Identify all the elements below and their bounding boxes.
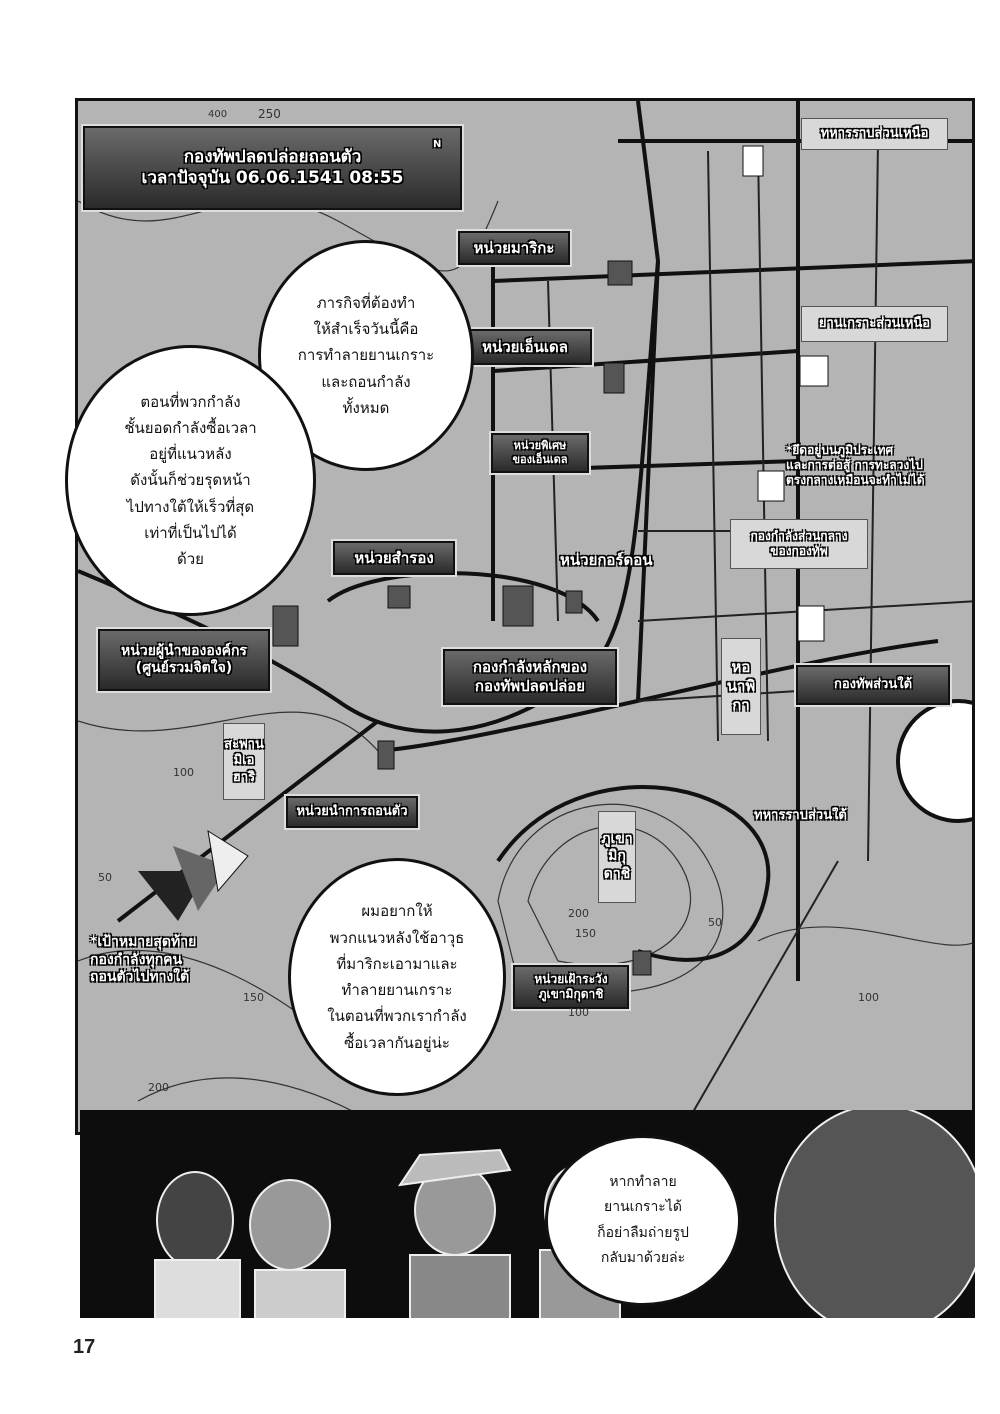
goal-note: *เป้าหมายสุดท้ายกองกำลังทุกคนถอนตัวไปทาง… <box>90 934 260 987</box>
t: ในตอนที่พวกเรากำลัง <box>327 1007 467 1026</box>
t: ทำลายยานเกราะ <box>341 981 453 999</box>
label-endel: หน่วยเอ็นเดล <box>456 327 594 367</box>
t: ก็อย่าลืมถ่ายรูป <box>597 1224 689 1241</box>
current-time: เวลาปัจจุบัน 06.06.1541 08:55 <box>141 168 404 188</box>
t: กา <box>732 695 750 714</box>
t: ด้วย <box>177 550 204 569</box>
contour-label: 150 <box>243 991 264 1004</box>
contour-label: 100 <box>568 1006 589 1019</box>
contour-label: 200 <box>568 907 589 920</box>
t: *ยึดอยู่บนภูมิประเทศ <box>786 443 894 457</box>
t: ผมอยากให้ <box>361 902 433 921</box>
t: ให้สำเร็จวันนี้คือ <box>313 320 419 339</box>
t: การทำลายยานเกราะ <box>297 346 435 365</box>
t: ทั้งหมด <box>342 398 390 417</box>
label-tower: หอนาพิกา <box>721 638 761 735</box>
t: ฮาริ <box>232 769 256 785</box>
label-mountain-watch: หน่วยเฝ้าระวังภูเขามิกุดาชิ <box>511 963 631 1011</box>
t: กองกำลังหลักของ <box>472 658 588 677</box>
t: ไปทางใต้ให้เร็วที่สุด <box>126 497 255 516</box>
characters-illustration <box>154 1110 975 1318</box>
label-gordon: หน่วยกอร์ดอน <box>560 551 653 569</box>
t: *เป้าหมายสุดท้าย <box>90 934 197 950</box>
t: พวกแนวหลังใช้อาวุธ <box>329 928 465 947</box>
speech-bubble-photo: หากทำลายยานเกราะได้ก็อย่าลืมถ่ายรูปกลับม… <box>545 1135 741 1306</box>
t: เท่าที่เป็นไปได้ <box>144 523 237 542</box>
t: อยู่ที่แนวหลัง <box>149 445 232 464</box>
compass-icon: N <box>433 139 442 150</box>
retreat-arrows-icon <box>138 829 249 921</box>
label-north-infantry: ทหารราบส่วนเหนือ <box>801 118 948 150</box>
t: ดังนั้นก็ช่วยรุดหน้า <box>130 471 251 490</box>
t: (ศูนย์รวมจิตใจ) <box>135 660 233 676</box>
label-leader: หน่วยผู้นำขององค์กร(ศูนย์รวมจิตใจ) <box>96 627 272 693</box>
t: ภูเขา <box>601 830 633 847</box>
contour-label: 400 <box>208 109 228 120</box>
label-center-force: กองกำลังส่วนกลางของกองทัพ <box>730 519 868 569</box>
t: ภูเขามิกุดาชิ <box>538 987 604 1001</box>
t: ซื้อเวลากันอยู่น่ะ <box>344 1033 450 1052</box>
contour-label: 50 <box>708 916 722 929</box>
characters-panel <box>80 1110 975 1318</box>
label-south-army: กองทัพส่วนใต้ <box>794 663 952 707</box>
contour-label: 50 <box>98 871 112 884</box>
t: ยานเกราะได้ <box>604 1199 682 1216</box>
label-endel-special: หน่วยพิเศษของเอ็นเดล <box>489 431 591 475</box>
t: นาพิ <box>726 677 756 696</box>
label-mountain: ภูเขามิกุดาชิ <box>598 811 636 903</box>
t: และการต่อสู้ การทะลวงไป <box>786 458 923 472</box>
label-main-force: กองกำลังหลักของกองทัพปลดปล่อย <box>441 647 619 707</box>
t: หน่วยพิเศษ <box>513 439 567 453</box>
label-bridge: สะพานมิเอฮาริ <box>223 723 265 800</box>
t: กองกำลังทุกคน <box>90 951 183 968</box>
label-marika: หน่วยมาริกะ <box>456 229 572 267</box>
t: ถอนตัวไปทางใต้ <box>90 969 190 985</box>
t: ของกองทัพ <box>770 544 828 558</box>
contour-label: 250 <box>258 107 281 121</box>
t: สะพาน <box>224 737 264 753</box>
t: ตอนที่พวกกำลัง <box>140 392 241 411</box>
t: ตรงกลางเหมือนจะทำไม่ได้ <box>786 473 925 487</box>
t: ภารกิจที่ต้องทำ <box>316 293 416 312</box>
map-panel: กองทัพปลดปล่อยถอนตัว เวลาปัจจุบัน 06.06.… <box>75 98 975 1135</box>
t: หากทำลาย <box>609 1174 677 1191</box>
speech-bubble-elite: ตอนที่พวกกำลังชั้นยอดกำลังซื้อเวลาอยู่ที… <box>65 345 316 616</box>
page-number: 17 <box>73 1336 96 1358</box>
t: ดาชิ <box>603 865 631 882</box>
t: กองกำลังส่วนกลาง <box>750 529 848 543</box>
t: กลับมาด้วยล่ะ <box>600 1249 686 1266</box>
t: ที่มาริกะเอามาและ <box>336 954 458 973</box>
t: มิเอ <box>233 753 255 769</box>
contour-label: 150 <box>575 927 596 940</box>
contour-label: 100 <box>173 766 194 779</box>
t: หน่วยผู้นำขององค์กร <box>121 642 247 659</box>
title-box: กองทัพปลดปล่อยถอนตัว เวลาปัจจุบัน 06.06.… <box>81 124 464 212</box>
label-south-infantry: ทหารราบส่วนใต้ <box>754 808 847 823</box>
t: ชั้นยอดกำลังซื้อเวลา <box>124 418 257 437</box>
contour-label: 200 <box>148 1081 169 1094</box>
t: กองทัพปลดปล่อย <box>474 677 586 695</box>
label-retreat-lead: หน่วยนำการถอนตัว <box>284 794 420 830</box>
t: หน่วยเฝ้าระวัง <box>534 972 608 986</box>
speech-bubble-rear: ผมอยากให้พวกแนวหลังใช้อาวุธที่มาริกะเอาม… <box>288 858 506 1096</box>
terrain-note: *ยึดอยู่บนภูมิประเทศและการต่อสู้ การทะลว… <box>786 443 972 488</box>
t: มิกุ <box>608 848 626 865</box>
t: และถอนกำลัง <box>321 372 411 391</box>
t: หอ <box>731 658 751 677</box>
t: ของเอ็นเดล <box>512 453 568 466</box>
label-reserve: หน่วยสำรอง <box>331 539 457 577</box>
contour-label: 100 <box>858 991 879 1004</box>
label-north-armor: ยานเกราะส่วนเหนือ <box>801 306 948 342</box>
title: กองทัพปลดปล่อยถอนตัว <box>183 146 362 167</box>
